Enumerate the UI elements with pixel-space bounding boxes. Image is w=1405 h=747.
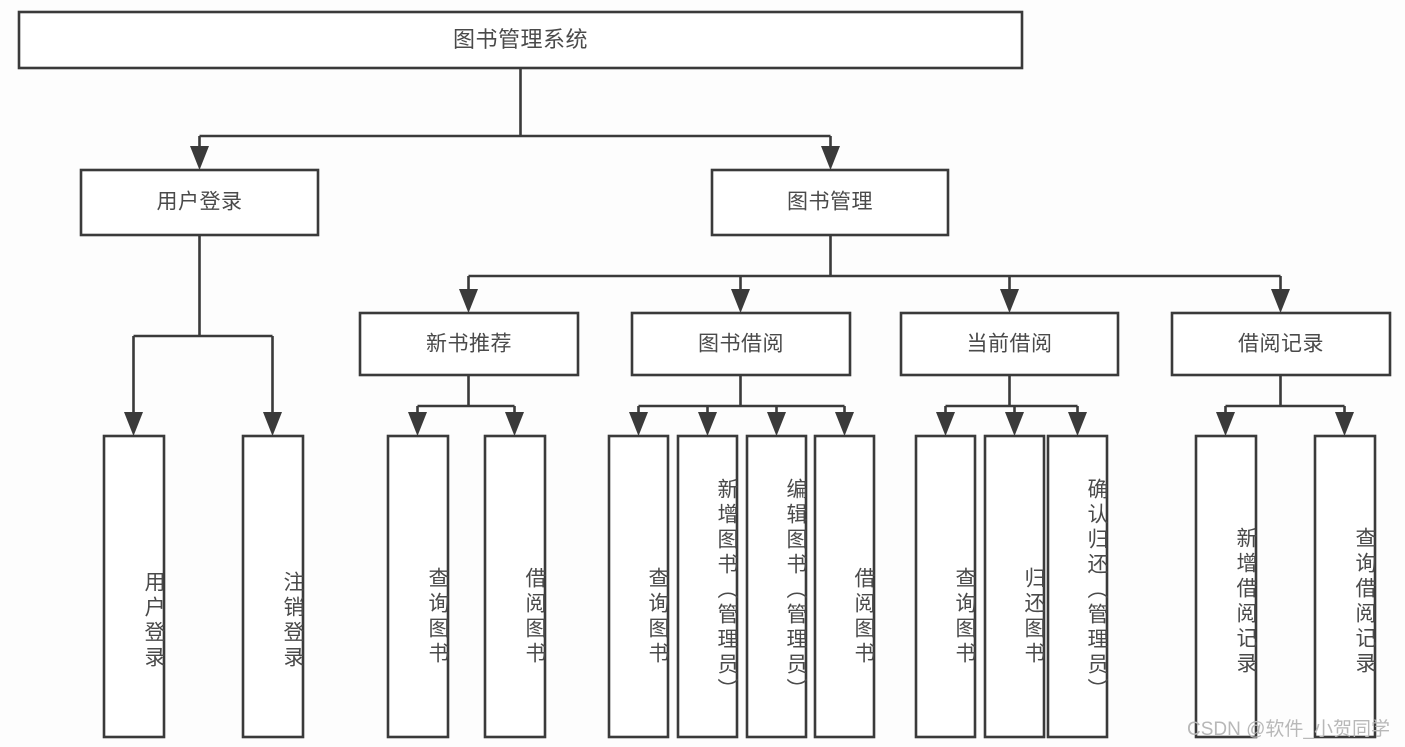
arrow-head-icon-logout <box>263 412 282 436</box>
arrow-head-icon-borrow <box>731 289 750 313</box>
node-box-leaf-query-book-current[interactable] <box>914 434 977 739</box>
node-box-leaf-return-book[interactable] <box>983 434 1046 739</box>
node-label-book-management: 图书管理 <box>787 191 873 214</box>
arrow-head-icon-current <box>1000 289 1019 313</box>
arrow-head-icon-borrow-leaf-2 <box>698 412 717 436</box>
node-box-leaf-user-login[interactable] <box>102 434 166 739</box>
arrow-head-icon-current-leaf-3 <box>1068 412 1087 436</box>
node-box-leaf-query-book-borrow[interactable] <box>607 434 670 739</box>
node-layer: 图书管理系统 用户登录 图书管理 新书推荐 图书借阅 当前借阅 借阅记录 <box>17 10 1392 739</box>
node-box-leaf-confirm-return-admin[interactable] <box>1046 434 1109 739</box>
arrow-head-icon-record-leaf-2 <box>1335 412 1354 436</box>
edge-layer <box>124 68 1354 436</box>
arrow-head-icon-newbook-leaf-1 <box>408 412 427 436</box>
node-box-leaf-borrow-book-newrec[interactable] <box>483 434 547 739</box>
node-box-borrow-record[interactable] <box>1170 311 1392 377</box>
arrow-head-icon-borrow-leaf-3 <box>767 412 786 436</box>
node-label-current-borrow: 当前借阅 <box>967 333 1053 356</box>
node-box-root[interactable] <box>17 10 1024 70</box>
node-box-new-book-recommend[interactable] <box>358 311 580 377</box>
node-label-user-login: 用户登录 <box>157 191 243 214</box>
node-box-leaf-add-book-admin[interactable] <box>676 434 739 739</box>
arrow-head-icon-newbook <box>459 289 478 313</box>
node-box-leaf-add-borrow-record[interactable] <box>1194 434 1258 739</box>
arrow-head-icon-borrow-leaf-4 <box>835 412 854 436</box>
node-box-book-management[interactable] <box>710 168 950 237</box>
node-box-current-borrow[interactable] <box>899 311 1120 377</box>
arrow-head-icon-bookmgmt <box>821 146 840 170</box>
node-box-leaf-edit-book-admin[interactable] <box>745 434 808 739</box>
arrow-head-icon-user-login <box>124 412 143 436</box>
arrow-head-icon-record <box>1271 289 1290 313</box>
node-box-leaf-query-book-newrec[interactable] <box>386 434 450 739</box>
node-label-new-book-recommend: 新书推荐 <box>426 333 512 356</box>
arrow-head-icon-newbook-leaf-2 <box>505 412 524 436</box>
node-box-book-borrow[interactable] <box>630 311 852 377</box>
node-box-leaf-borrow-book[interactable] <box>813 434 876 739</box>
arrow-head-icon-record-leaf-1 <box>1216 412 1235 436</box>
watermark-text: CSDN @软件_小贺同学 <box>1187 719 1390 740</box>
arrow-head-icon-current-leaf-2 <box>1005 412 1024 436</box>
node-label-borrow-record: 借阅记录 <box>1238 333 1324 356</box>
arrow-head-icon-current-leaf-1 <box>936 412 955 436</box>
node-label-book-borrow: 图书借阅 <box>698 333 784 356</box>
arrow-head-icon-login <box>190 146 209 170</box>
node-label-root: 图书管理系统 <box>453 27 588 52</box>
node-box-leaf-query-borrow-record[interactable] <box>1313 434 1377 739</box>
arrow-head-icon-borrow-leaf-1 <box>629 412 648 436</box>
node-box-leaf-logout[interactable] <box>241 434 305 739</box>
node-box-user-login[interactable] <box>79 168 320 237</box>
